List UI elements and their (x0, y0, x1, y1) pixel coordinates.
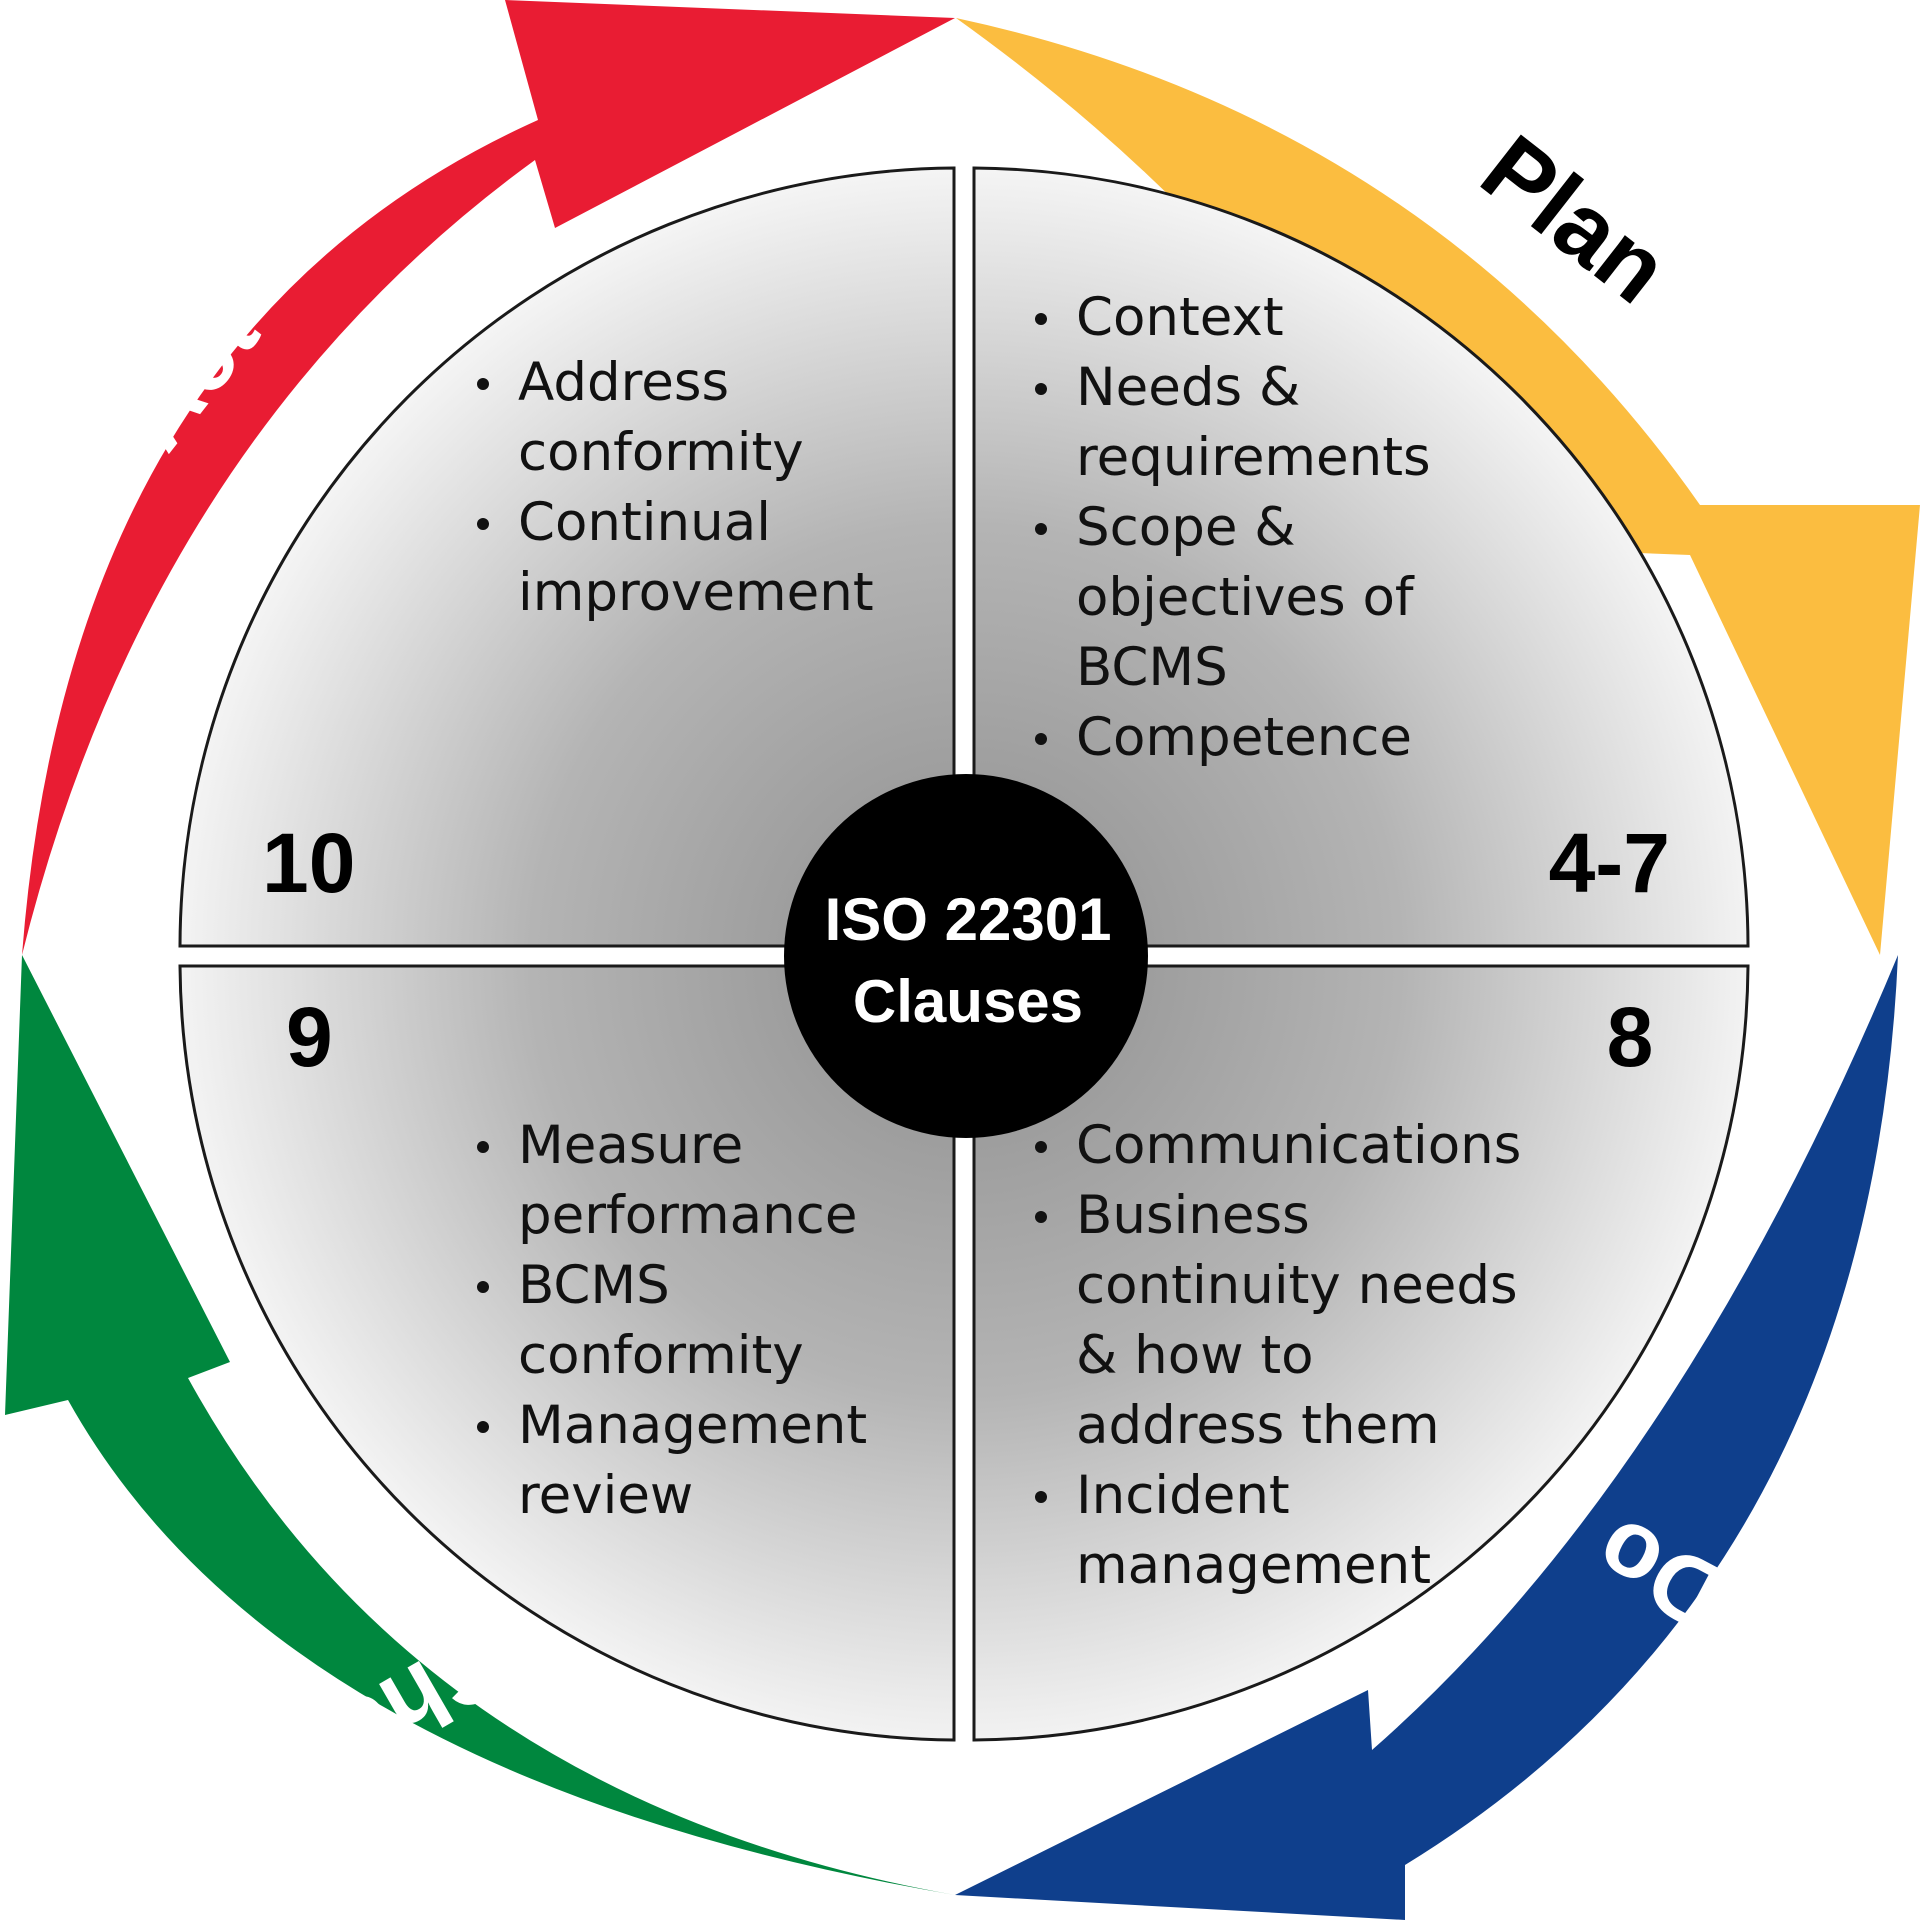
bullet-text: management (1076, 1535, 1431, 1596)
bullet-dot (1035, 383, 1047, 395)
clause-numbers: 10 4-7 9 8 (262, 816, 1670, 1084)
bullet-text: Business (1076, 1185, 1310, 1246)
quadrant-plan (972, 166, 1750, 948)
do-arrow (955, 955, 1898, 1920)
clause-number-plan: 4-7 (1549, 816, 1670, 910)
bullet-dot (1035, 523, 1047, 535)
bullet-text: Incident (1076, 1465, 1290, 1526)
center-badge: ISO 22301 Clauses (784, 774, 1148, 1138)
check-arrow (5, 955, 955, 1895)
bullet-dot (477, 518, 489, 530)
bullet-dot (1035, 1141, 1047, 1153)
bullet-text: requirements (1076, 427, 1431, 488)
bullet-text: review (518, 1465, 693, 1526)
center-circle (784, 774, 1148, 1138)
bullet-dot (477, 378, 489, 390)
bullet-dot (1035, 313, 1047, 325)
clause-number-check: 9 (286, 990, 333, 1084)
bullet-text: performance (518, 1185, 857, 1246)
bullet-text: Address (518, 352, 729, 413)
act-arrow (22, 0, 955, 955)
bullet-text: Measure (518, 1115, 743, 1176)
bullet-text: Continual (518, 492, 771, 553)
bullet-text: Needs & (1076, 357, 1300, 418)
clause-number-act: 10 (262, 816, 355, 910)
bullet-dot (477, 1141, 489, 1153)
bullet-dot (477, 1421, 489, 1433)
bullet-text: Communications (1076, 1115, 1521, 1176)
bullet-text: address them (1076, 1395, 1440, 1456)
bullet-text: & how to (1076, 1325, 1314, 1386)
bullet-text: Management (518, 1395, 867, 1456)
bullet-text: Competence (1076, 707, 1412, 768)
bullet-dot (1035, 1211, 1047, 1223)
quadrant-do (972, 964, 1750, 1742)
bullet-text: continuity needs (1076, 1255, 1518, 1316)
bullet-text: objectives of (1076, 567, 1415, 628)
quadrant-check (178, 964, 956, 1742)
bullet-text: BCMS (518, 1255, 670, 1316)
bullet-text: Context (1076, 287, 1284, 348)
bullet-text: BCMS (1076, 637, 1228, 698)
center-title: ISO 22301 (825, 886, 1112, 953)
bullet-text: conformity (518, 422, 804, 483)
bullet-dot (1035, 733, 1047, 745)
clause-number-do: 8 (1607, 990, 1654, 1084)
bullet-text: conformity (518, 1325, 804, 1386)
center-subtitle: Clauses (853, 968, 1083, 1035)
bullet-dot (477, 1281, 489, 1293)
bullet-text: Scope & (1076, 497, 1296, 558)
quadrant-act (178, 166, 956, 948)
quadrants (178, 166, 1750, 1742)
bullet-text: improvement (518, 562, 874, 623)
bullet-dot (1035, 1491, 1047, 1503)
